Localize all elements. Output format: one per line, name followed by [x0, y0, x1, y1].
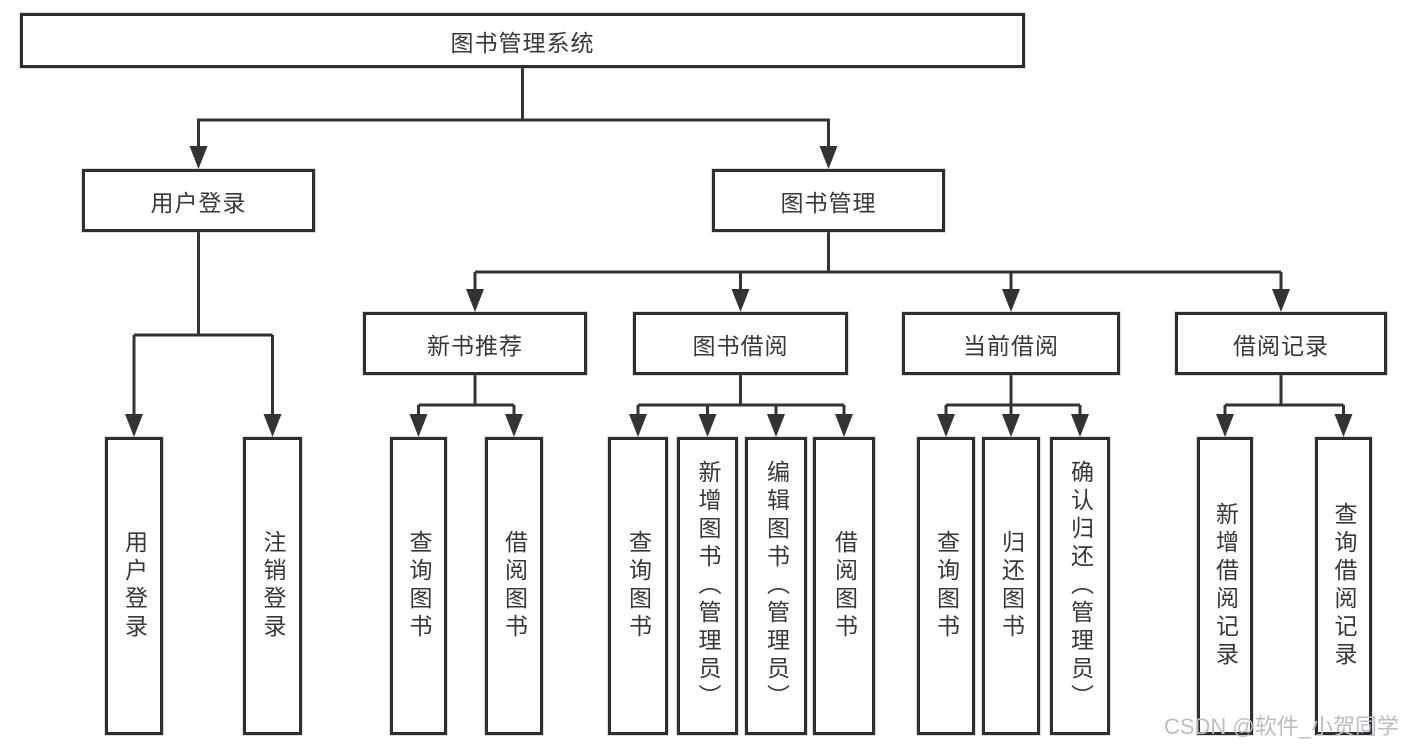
node-leaf-return-book: 归还图书	[982, 437, 1040, 735]
node-label: 编辑图书（管理员）	[763, 460, 790, 712]
node-label: 归还图书	[998, 530, 1025, 642]
node-leaf-edit-book-admin: 编辑图书（管理员）	[745, 437, 807, 735]
node-label: 查询图书	[406, 530, 432, 642]
node-leaf-confirm-return-admin: 确认归还（管理员）	[1050, 437, 1110, 735]
node-label: 图书管理系统	[450, 29, 595, 56]
node-leaf-borrow-book-recommend: 借阅图书	[485, 437, 543, 735]
node-system-root: 图书管理系统	[20, 13, 1025, 68]
node-label: 用户登录	[121, 530, 148, 642]
node-label: 确认归还（管理员）	[1067, 460, 1094, 712]
node-label: 查询图书	[933, 530, 960, 642]
node-book-management: 图书管理	[712, 169, 945, 232]
node-current-borrowing: 当前借阅	[902, 312, 1120, 375]
node-label: 查询图书	[625, 530, 652, 642]
node-label: 图书借阅	[692, 332, 789, 359]
node-label: 图书管理	[780, 189, 877, 216]
node-leaf-logout: 注销登录	[243, 437, 302, 735]
csdn-watermark: CSDN @软件_小贺同学	[1163, 714, 1399, 739]
node-leaf-user-login: 用户登录	[105, 437, 163, 735]
node-user-login: 用户登录	[82, 169, 315, 232]
node-label: 新增图书（管理员）	[695, 460, 721, 712]
node-label: 注销登录	[260, 530, 286, 642]
node-leaf-query-book-current: 查询图书	[917, 437, 975, 735]
node-label: 用户登录	[150, 189, 247, 216]
node-label: 新书推荐	[427, 332, 523, 359]
node-label: 借阅记录	[1233, 332, 1329, 359]
node-label: 借阅图书	[501, 530, 528, 642]
node-leaf-add-book-admin: 新增图书（管理员）	[677, 437, 738, 735]
node-label: 当前借阅	[963, 332, 1059, 359]
node-leaf-query-book-recommend: 查询图书	[390, 437, 447, 735]
node-borrowing-records: 借阅记录	[1175, 312, 1387, 375]
node-leaf-query-borrow-record: 查询借阅记录	[1315, 437, 1372, 735]
node-label: 借阅图书	[831, 530, 858, 642]
node-label: 新增借阅记录	[1212, 502, 1239, 670]
node-leaf-query-book-borrowing: 查询图书	[608, 437, 668, 735]
node-leaf-add-borrow-record: 新增借阅记录	[1197, 437, 1253, 735]
node-book-borrowing: 图书借阅	[633, 312, 848, 375]
node-new-book-recommend: 新书推荐	[363, 312, 587, 375]
node-label: 查询借阅记录	[1331, 502, 1357, 670]
node-leaf-borrow-book-borrowing: 借阅图书	[813, 437, 875, 735]
